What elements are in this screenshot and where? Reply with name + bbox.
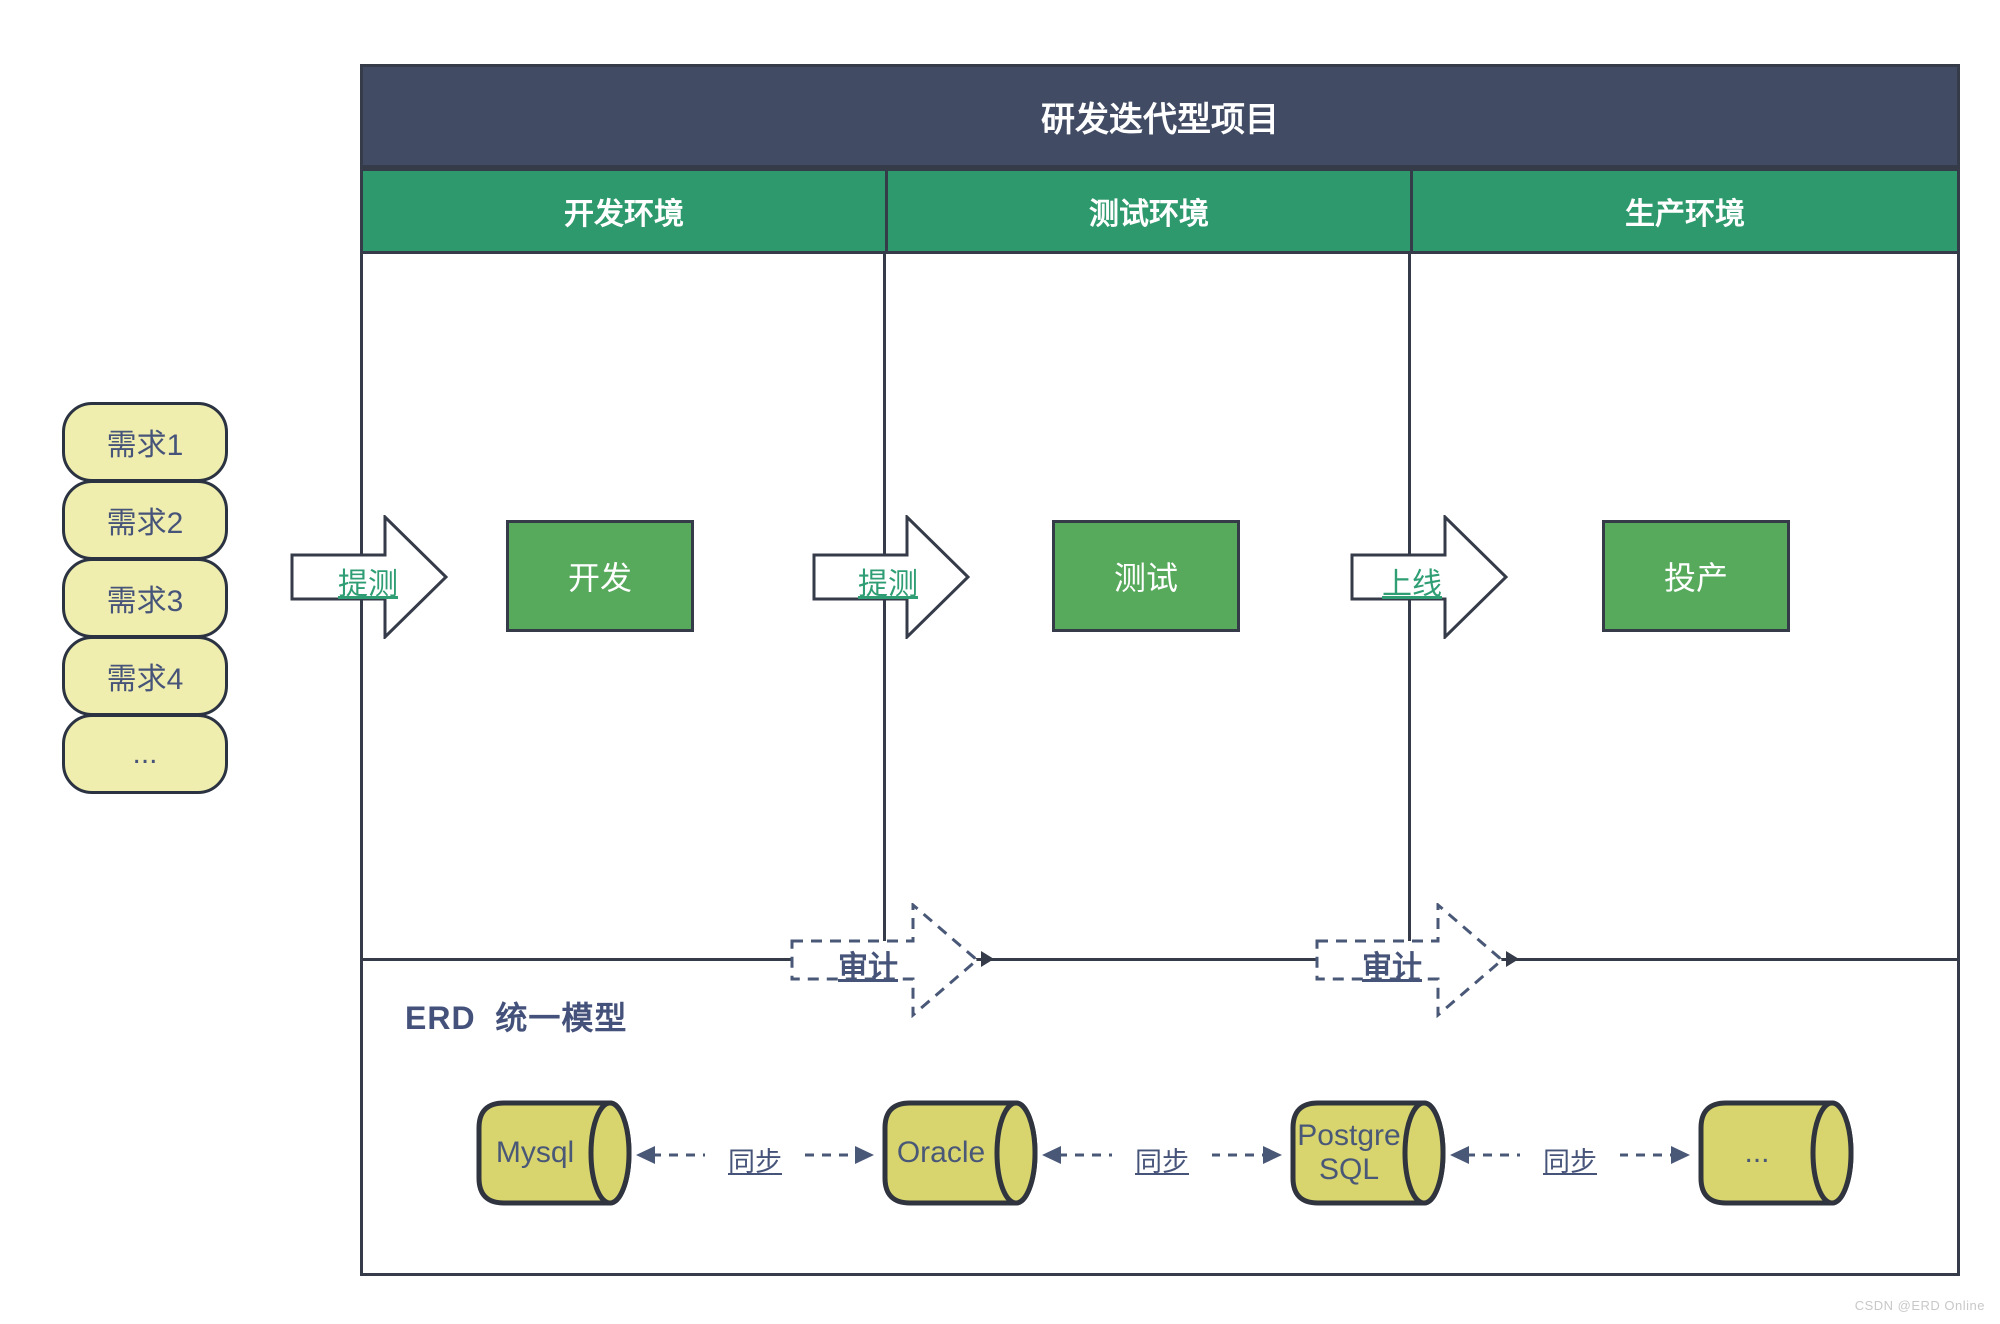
- project-title: 研发迭代型项目: [360, 64, 1960, 168]
- database-cylinder-icon: [1290, 1100, 1446, 1206]
- line-arrowhead-icon: [981, 951, 994, 967]
- requirement-pill: 需求3: [62, 558, 228, 638]
- database-label: ...: [1744, 1136, 1770, 1170]
- flow-arrow-icon: [812, 515, 970, 639]
- requirement-pill: 需求4: [62, 636, 228, 716]
- line-arrowhead-icon: [1506, 951, 1519, 967]
- watermark-text: CSDN @ERD Online: [1854, 1298, 1985, 1313]
- sync-label: 同步: [1112, 1138, 1212, 1181]
- database-label: Postgre SQL: [1297, 1119, 1401, 1186]
- audit-arrow-icon: [790, 903, 980, 1018]
- env-header-prod: 生产环境: [1410, 168, 1960, 254]
- sync-label: 同步: [705, 1138, 805, 1181]
- flow-arrow-icon: [290, 515, 448, 639]
- requirement-pill: 需求1: [62, 402, 228, 482]
- erd-separator-line: [360, 958, 1960, 961]
- stage-box-prod: 投产: [1602, 520, 1790, 632]
- stage-box-test: 测试: [1052, 520, 1240, 632]
- audit-arrow-label: 审计: [838, 951, 898, 984]
- erd-section-title: ERD 统一模型: [405, 1000, 628, 1036]
- database-cylinder-icon: [1698, 1100, 1854, 1206]
- database-label: Mysql: [495, 1136, 575, 1170]
- database-cylinder-icon: [476, 1100, 632, 1206]
- stage-box-dev: 开发: [506, 520, 694, 632]
- database-cylinder-icon: [882, 1100, 1038, 1206]
- requirement-pill: ...: [62, 714, 228, 794]
- flow-arrow-label: 提测: [858, 568, 918, 601]
- flow-arrow-icon: [1350, 515, 1508, 639]
- env-header-dev: 开发环境: [360, 168, 888, 254]
- requirement-pill: 需求2: [62, 480, 228, 560]
- sync-label: 同步: [1520, 1138, 1620, 1181]
- audit-arrow-icon: [1315, 903, 1505, 1018]
- flow-arrow-label: 提测: [338, 568, 398, 601]
- database-label: Oracle: [896, 1136, 986, 1170]
- flow-arrow-label: 上线: [1382, 568, 1442, 601]
- project-container: [360, 64, 1960, 1276]
- audit-arrow-label: 审计: [1362, 951, 1422, 984]
- env-header-test: 测试环境: [885, 168, 1413, 254]
